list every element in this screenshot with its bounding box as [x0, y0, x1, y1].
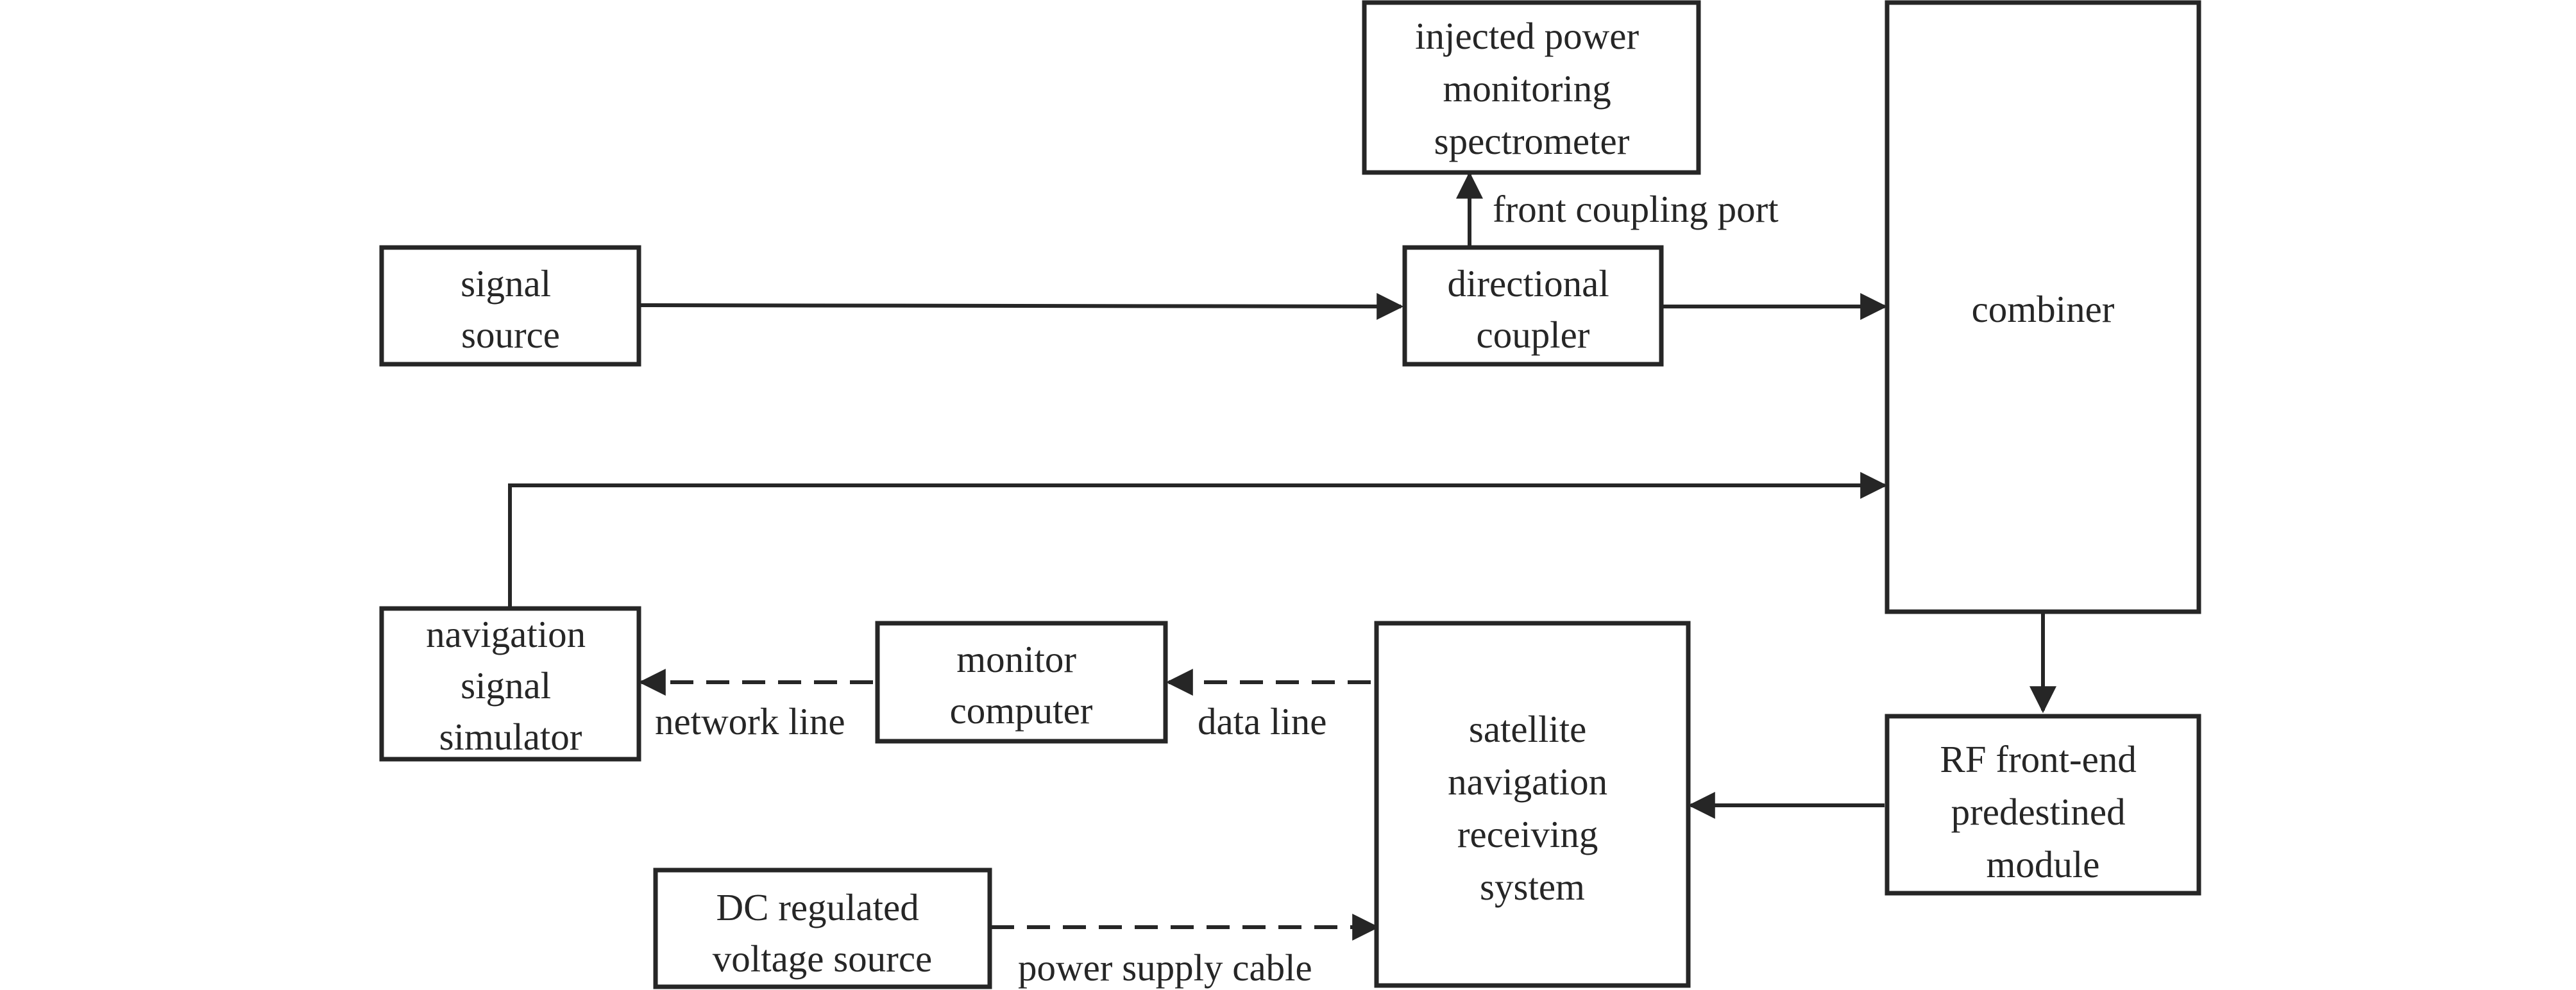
edge-signal-source-to-coupler — [638, 292, 1404, 320]
edge-label-front-coupling-port: front coupling port — [1493, 188, 1779, 230]
edge-label-power-supply-cable: power supply cable — [1018, 946, 1312, 989]
edge-label-network-line: network line — [655, 700, 845, 742]
label-directional-coupler: directional coupler — [1447, 262, 1618, 356]
box-combiner — [1885, 0, 2201, 614]
box-directional-coupler — [1402, 245, 1664, 367]
label-satellite-navigation-receiving-system: satellite navigation receiving system — [1448, 708, 1617, 908]
box-monitor-computer — [875, 621, 1168, 744]
edge-label-data-line: data line — [1198, 700, 1327, 742]
box-rf-frontend-module — [1885, 714, 2201, 896]
box-signal-source — [379, 245, 641, 367]
label-signal-source: signal source — [461, 262, 561, 356]
box-dc-regulated-voltage-source — [653, 868, 992, 989]
label-spectrometer: injected power monitoring spectrometer — [1415, 15, 1648, 162]
box-navigation-signal-simulator — [379, 606, 641, 762]
label-monitor-computer: monitor computer — [950, 638, 1093, 732]
label-combiner: combiner — [1972, 288, 2115, 330]
label-dc-regulated-voltage-source: DC regulated voltage source — [713, 886, 932, 980]
label-navigation-signal-simulator: navigation signal simulator — [426, 613, 595, 758]
box-spectrometer — [1362, 0, 1701, 175]
edge-simulator-to-combiner — [508, 472, 1888, 607]
box-satellite-navigation-receiving-system — [1374, 621, 1691, 988]
label-rf-frontend-module: RF front-end predestined module — [1940, 738, 2146, 885]
